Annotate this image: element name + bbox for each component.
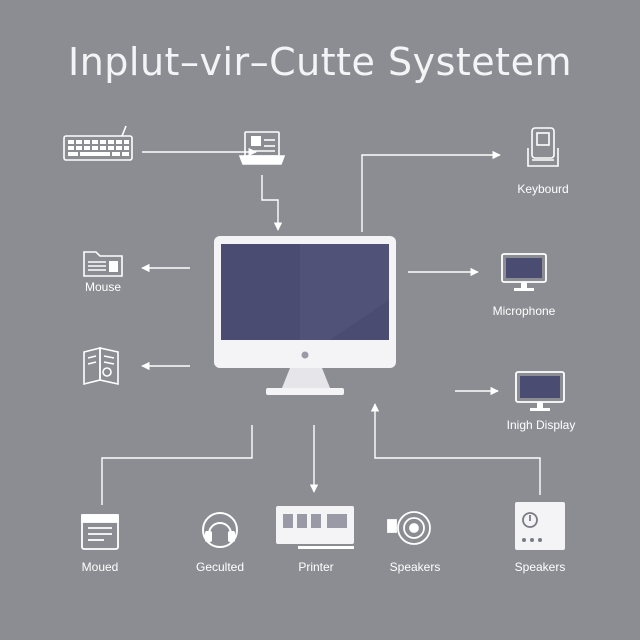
printer-icon [276,506,354,549]
label-speakers-b: Speakers [514,560,566,574]
label-speakers-a: Speakers [389,560,441,574]
arrow-computer-device [361,150,501,232]
line-computer-moued [101,425,253,505]
imac-computer-icon [214,236,396,395]
arrow-laptop-computer [261,175,283,231]
headphones-icon [202,512,238,548]
label-geculted: Geculted [195,560,245,574]
tower-speaker-icon [515,502,565,550]
label-keyboard: Keybourd [517,182,569,196]
label-mouse: Mouse [84,280,122,294]
label-moued: Moued [81,560,119,574]
device-icon [527,127,559,167]
label-display: Inigh Display [506,418,576,432]
label-printer: Printer [298,560,334,574]
monitor-icon-display [515,371,565,411]
browser-window-icon [81,514,119,550]
keyboard-icon [63,125,133,161]
monitor-icon-microphone [501,253,547,291]
laptop-icon [238,131,286,165]
speaker-icon [387,511,431,545]
arrow-speaker-computer [370,403,541,495]
folder-window-icon [83,251,123,277]
diagram-title: Inplut–vir–Cutte Systetem [68,40,572,84]
connector-lines [101,147,541,505]
label-microphone: Microphone [492,304,556,318]
book-icon [83,346,119,386]
